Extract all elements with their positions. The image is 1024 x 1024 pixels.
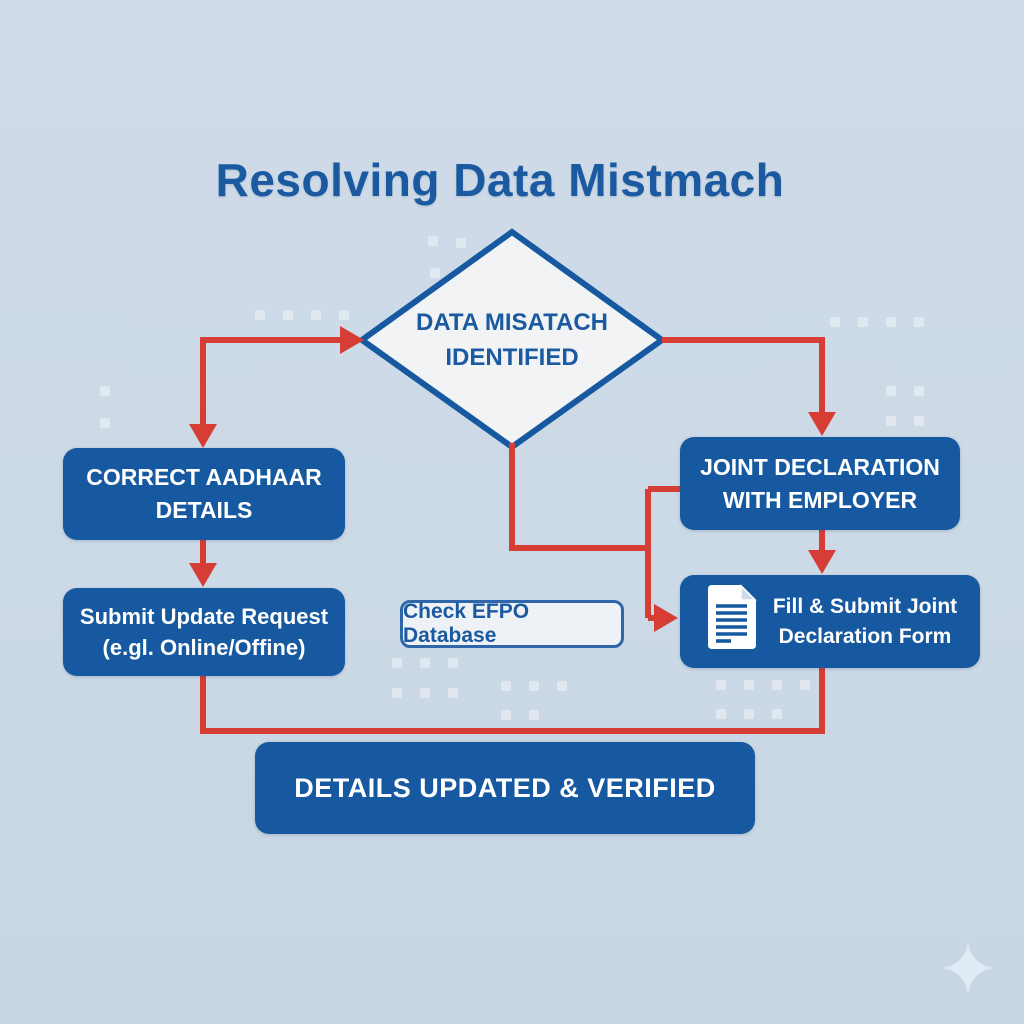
- node-label: Fill & Submit Joint Declaration Form: [773, 592, 957, 652]
- decor-dot-grid: [392, 658, 402, 668]
- node-label-line2: (e.gl. Online/Offine): [102, 635, 306, 660]
- node-label-line2: Declaration Form: [778, 624, 952, 648]
- node-check-epfo-database: Check EFPO Database: [400, 600, 624, 648]
- node-submit-update-request: Submit Update Request (e.gl. Online/Offi…: [63, 588, 345, 676]
- node-label: DETAILS UPDATED & VERIFIED: [294, 772, 716, 803]
- decor-dot-grid: [830, 317, 840, 327]
- node-label-line1: JOINT DECLARATION: [700, 453, 940, 480]
- node-label-line2: DETAILS: [155, 497, 253, 523]
- decor-dot-grid: [255, 310, 265, 320]
- node-label-line2: WITH EMPLOYER: [722, 486, 918, 513]
- node-details-updated-verified: DETAILS UPDATED & VERIFIED: [255, 742, 755, 834]
- node-correct-aadhaar-details: CORRECT AADHAAR DETAILS: [63, 448, 345, 540]
- node-label-line1: Submit Update Request: [79, 603, 329, 629]
- arrowhead-into-correct: [189, 424, 217, 448]
- decision-label-line1: DATA MISATACH: [416, 309, 608, 336]
- decor-dot-grid: [100, 386, 110, 396]
- decor-dot-grid: [428, 236, 438, 246]
- decor-dot-grid: [501, 681, 511, 691]
- decor-dot-grid: [716, 680, 726, 690]
- node-label-line1: Fill & Submit Joint: [772, 594, 958, 618]
- arrowhead-into-joint: [808, 412, 836, 436]
- decision-label: DATA MISATACH IDENTIFIED: [382, 306, 642, 376]
- document-icon: [703, 584, 759, 659]
- arrow-bottom-u-connector: [200, 667, 825, 734]
- arrow-heads: [189, 326, 836, 632]
- arrowhead-into-fill-top: [808, 550, 836, 574]
- arrowhead-into-submit: [189, 563, 217, 587]
- page-title: Resolving Data Mistmach: [215, 153, 785, 206]
- arrow-diamond-bottom-run: [509, 443, 648, 551]
- arrow-diamond-to-joint: [662, 337, 825, 415]
- decor-dot-grid: [886, 386, 896, 396]
- node-label-line1: CORRECT AADHAAR: [86, 464, 322, 491]
- sparkle-icon: [942, 942, 994, 994]
- arrowhead-into-diamond: [340, 326, 364, 354]
- decision-label-line2: IDENTIFIED: [445, 343, 579, 371]
- arrow-lines: [200, 337, 825, 734]
- node-label: Check EFPO Database: [403, 600, 530, 647]
- node-fill-submit-joint-form: Fill & Submit Joint Declaration Form: [680, 575, 980, 668]
- node-joint-declaration: JOINT DECLARATION WITH EMPLOYER: [680, 437, 960, 530]
- arrowhead-into-fill-left: [654, 604, 678, 632]
